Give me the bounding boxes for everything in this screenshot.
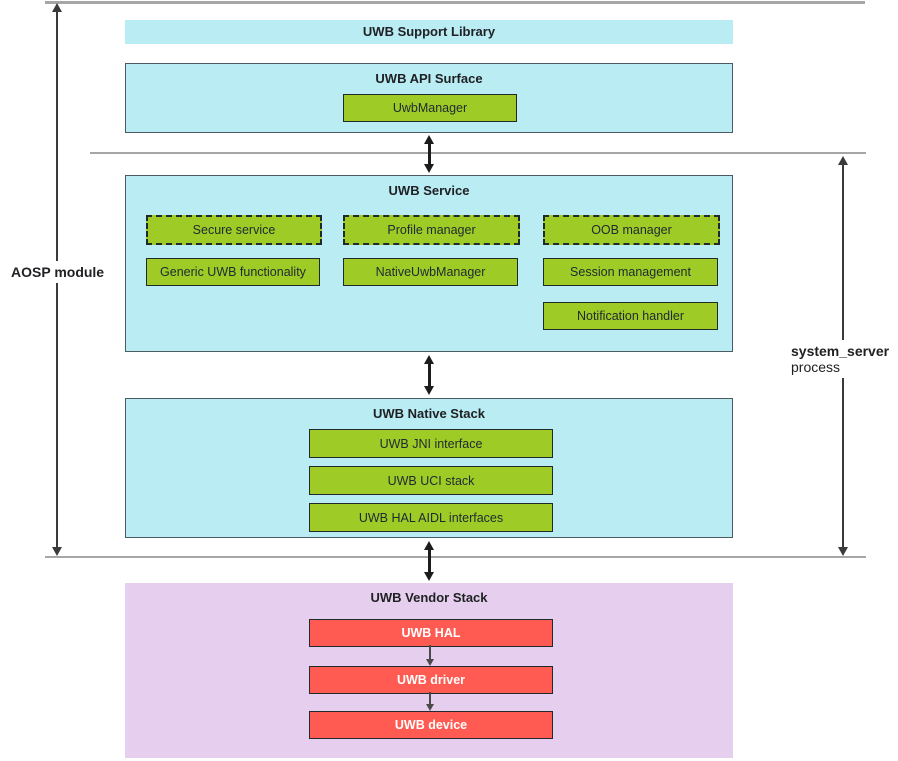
secure-service-label: Secure service (192, 223, 276, 237)
uwb-device-label: UWB device (394, 718, 468, 732)
uwb-uci-stack-label: UWB UCI stack (387, 473, 475, 488)
driver-device-arrow-icon (429, 692, 431, 704)
uwbmanager-chip-label: UwbManager (392, 101, 468, 115)
support-library-title: UWB Support Library (362, 24, 496, 39)
uwb-driver-chip: UWB driver (309, 666, 553, 694)
service-native-arrow-icon (427, 364, 431, 386)
support-library-bar: UWB Support Library (125, 20, 733, 44)
oob-manager-label: OOB manager (591, 223, 672, 237)
vendor-boundary-line (45, 556, 866, 558)
uwb-hal-aidl-interfaces-label: UWB HAL AIDL interfaces (358, 510, 504, 525)
system-server-label: system_server process (787, 340, 894, 378)
uwb-driver-label: UWB driver (396, 673, 466, 687)
uwb-hal-aidl-interfaces-chip: UWB HAL AIDL interfaces (309, 503, 553, 532)
hal-driver-arrow-icon (429, 645, 431, 659)
profile-manager-chip: Profile manager (343, 215, 520, 245)
native-stack-title: UWB Native Stack (373, 406, 485, 421)
service-title: UWB Service (388, 183, 470, 198)
session-management-label: Session management (570, 265, 691, 279)
secure-service-chip: Secure service (146, 215, 322, 245)
vendor-stack-title: UWB Vendor Stack (370, 590, 488, 605)
uwb-hal-chip: UWB HAL (309, 619, 553, 647)
api-surface-title: UWB API Surface (375, 71, 483, 86)
session-management-chip: Session management (543, 258, 718, 286)
native-vendor-arrow-icon (427, 550, 431, 572)
nativeuwbmanager-label: NativeUwbManager (375, 265, 486, 279)
uwb-hal-label: UWB HAL (401, 626, 461, 640)
system-server-label-bold: system_server (791, 343, 890, 359)
oob-manager-chip: OOB manager (543, 215, 720, 245)
notification-handler-label: Notification handler (576, 309, 684, 323)
api-service-arrow-icon (427, 144, 431, 164)
uwb-uci-stack-chip: UWB UCI stack (309, 466, 553, 495)
generic-uwb-functionality-label: Generic UWB functionality (160, 265, 306, 279)
uwb-jni-interface-chip: UWB JNI interface (309, 429, 553, 458)
top-boundary-line (45, 1, 865, 4)
aosp-module-label-text: AOSP module (11, 264, 105, 280)
uwb-device-chip: UWB device (309, 711, 553, 739)
system-server-label-regular: process (791, 359, 841, 375)
system-server-boundary-line (90, 152, 866, 154)
uwb-jni-interface-label: UWB JNI interface (379, 436, 483, 451)
uwbmanager-chip: UwbManager (343, 94, 517, 122)
generic-uwb-functionality-chip: Generic UWB functionality (146, 258, 320, 286)
aosp-module-label: AOSP module (7, 261, 109, 283)
profile-manager-label: Profile manager (387, 223, 476, 237)
notification-handler-chip: Notification handler (543, 302, 718, 330)
nativeuwbmanager-chip: NativeUwbManager (343, 258, 518, 286)
